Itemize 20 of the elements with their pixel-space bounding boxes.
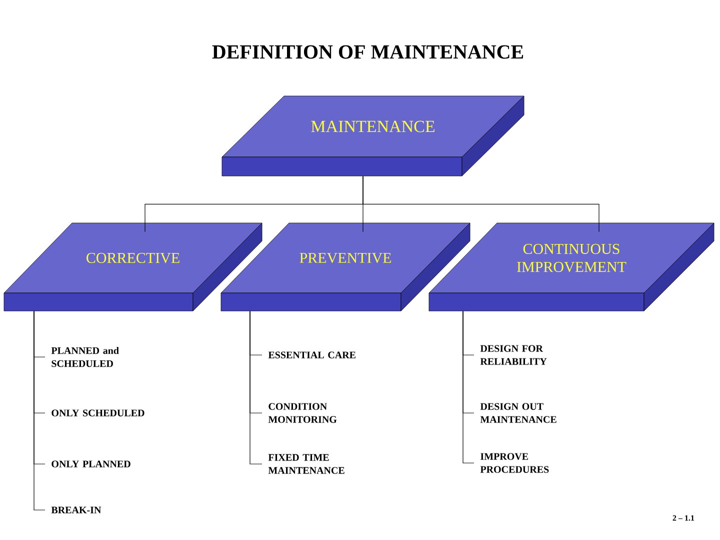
page-number: 2 – 1.1 — [672, 515, 694, 521]
item-text: DESIGN FOR RELIABILITY — [480, 345, 547, 365]
item-text: ONLY PLANNED — [52, 460, 130, 468]
item-text: ONLY SCHEDULED — [52, 410, 144, 416]
item-text: FIXED TIME MAINTENANCE — [268, 454, 344, 474]
slab-box: CORRECTIVE — [4, 222, 262, 312]
slab-box: MAINTENANCE — [222, 96, 524, 176]
item-text: DESIGN OUT MAINTENANCE — [480, 403, 556, 423]
connector-line — [34, 310, 46, 510]
item-text: IMPROVE PROCEDURES — [480, 453, 549, 473]
item-text: ESSENTIAL CARE — [268, 352, 356, 358]
slab-box: CONTINUOUS IMPROVEMENT — [428, 222, 714, 312]
title: DEFINITION OF MAINTENANCE — [212, 45, 524, 59]
slab-box: PREVENTIVE — [220, 222, 470, 312]
connector-line — [362, 176, 600, 232]
connector-line — [250, 310, 262, 464]
connector-line — [462, 310, 474, 464]
item-text: BREAK-IN — [51, 506, 102, 514]
item-text: CONDITION MONITORING — [268, 403, 337, 423]
item-text: PLANNED and SCHEDULED — [51, 346, 119, 367]
